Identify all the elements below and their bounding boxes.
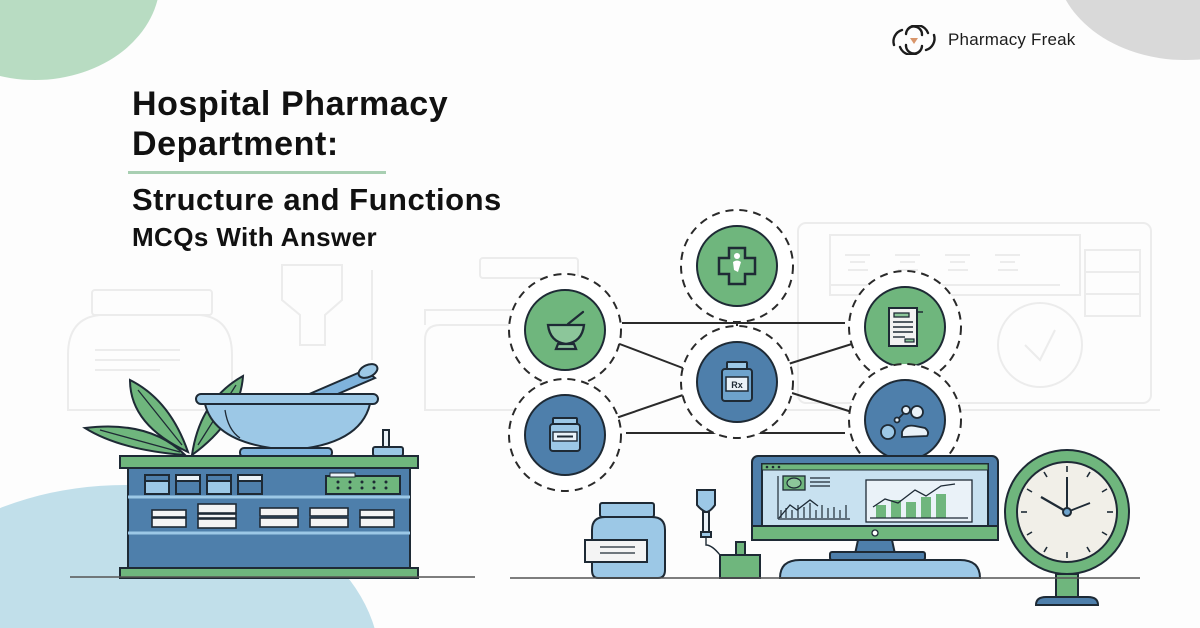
node-mortar-pestle[interactable]	[508, 273, 622, 387]
swirl-logo-icon	[892, 25, 936, 55]
brand-logo[interactable]: Pharmacy Freak	[888, 24, 1076, 56]
svg-text:Rx: Rx	[731, 380, 743, 390]
node-lab-molecules[interactable]	[848, 363, 962, 477]
computer-monitor-icon	[751, 455, 999, 579]
equipment-illustration	[584, 449, 1130, 606]
subtitle: Structure and Functions	[132, 182, 502, 217]
pharmacy-counter-illustration	[82, 363, 419, 579]
medicine-jar-icon	[549, 417, 581, 452]
medicine-bottle-icon	[584, 502, 666, 579]
subtitle-mcqs: MCQs With Answer	[132, 222, 377, 252]
brand-name: Pharmacy Freak	[948, 30, 1076, 49]
iv-drip-icon	[696, 489, 761, 579]
document-icon	[888, 307, 923, 347]
wall-clock-icon	[1004, 449, 1130, 606]
title-line-2: Department:	[132, 125, 339, 163]
page-title: Hospital Pharmacy Department:	[132, 84, 448, 164]
network-nodes: Rx	[508, 209, 962, 492]
medical-cross-icon	[717, 246, 757, 286]
title-divider	[128, 171, 386, 174]
mortar-pestle-icon	[546, 310, 586, 351]
node-medicine-jar[interactable]	[508, 378, 622, 492]
title-line-1: Hospital Pharmacy	[132, 85, 449, 123]
node-medical-cross[interactable]	[680, 209, 794, 323]
node-rx-bottle[interactable]: Rx	[680, 325, 794, 439]
lab-molecules-icon	[880, 405, 930, 440]
node-document[interactable]	[848, 270, 962, 384]
rx-bottle-icon: Rx	[721, 361, 753, 402]
